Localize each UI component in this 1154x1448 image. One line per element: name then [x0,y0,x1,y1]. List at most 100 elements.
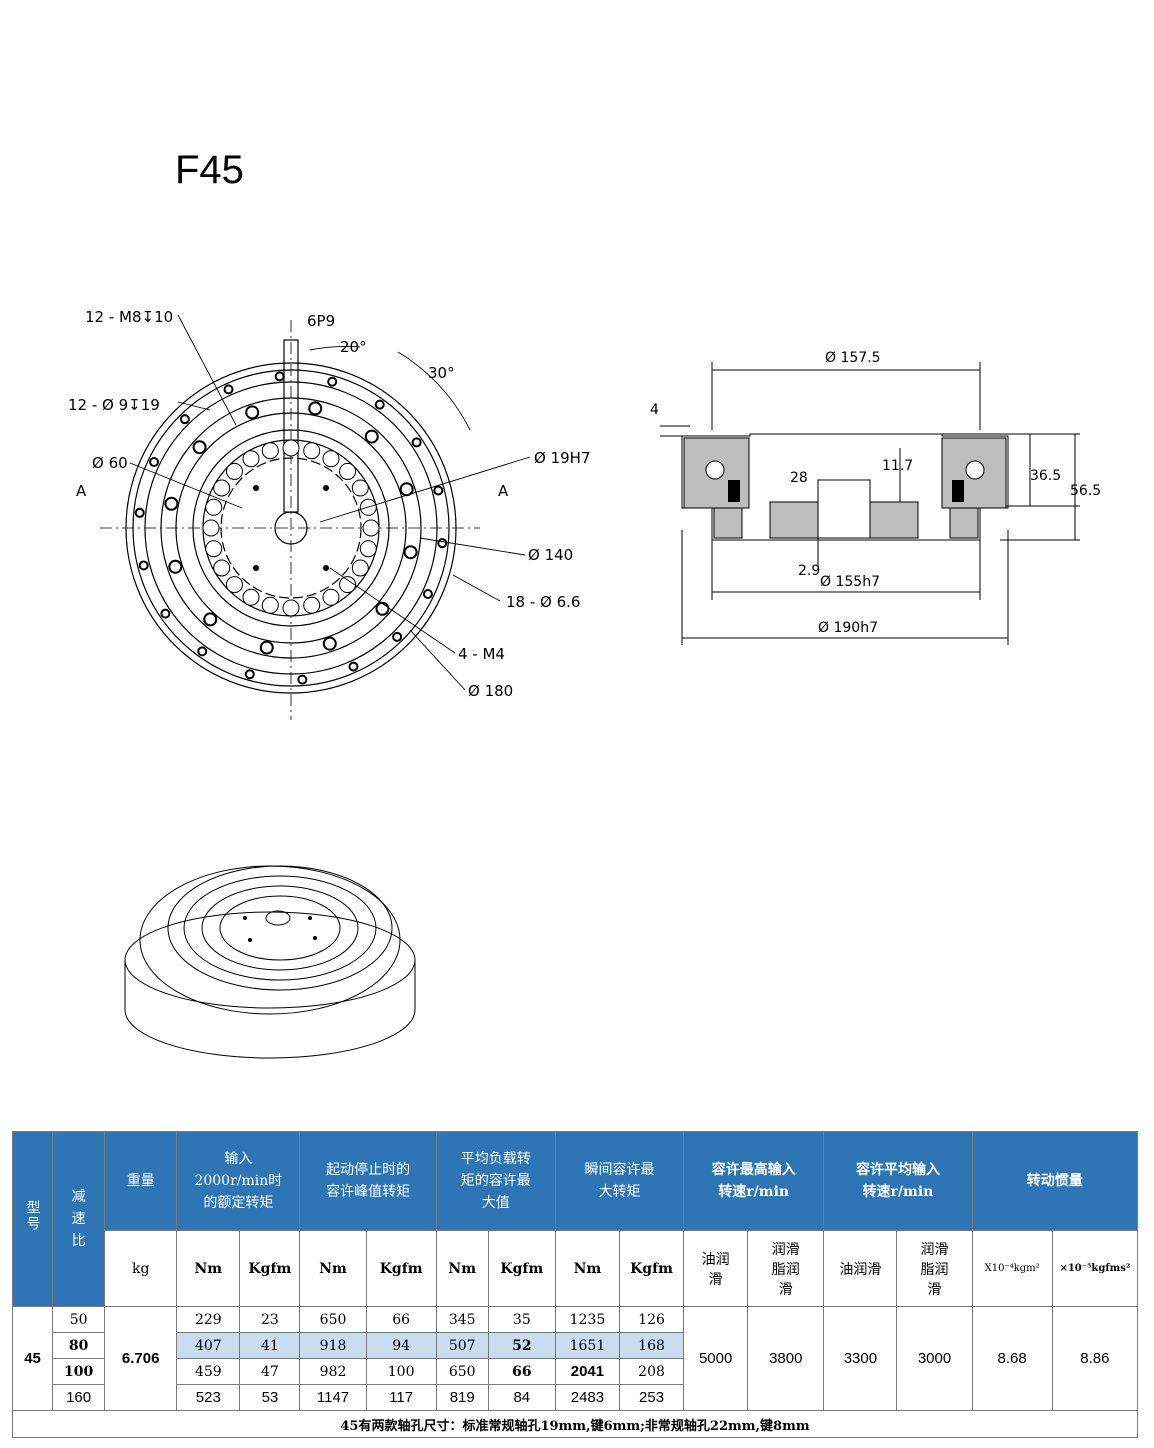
dim-11-7: 11.7 [882,458,913,474]
cell-peak-kgfm: 100 [365,1358,437,1385]
unit-kgfm: Kgfm [365,1230,437,1307]
cell-inst-nm: 1235 [554,1306,620,1333]
roller [362,519,380,537]
unit-kgfm: Kgfm [239,1230,301,1307]
mounting-hole [297,674,308,685]
unit-nm: Nm [435,1230,489,1307]
section-view-drawing: Ø 157.5 4 28 11.7 36.5 56.5 2.9 Ø 155h7 … [650,350,1101,645]
table-row: 160 523 53 1147 117 819 84 2483 253 [13,1384,1138,1411]
mounting-hole [134,507,145,518]
cell-rated-nm: 459 [176,1358,241,1385]
cell-inst-nm: 1651 [554,1332,620,1359]
cell-rated-kgfm: 47 [239,1358,301,1385]
mounting-hole [223,384,234,395]
unit-nm: Nm [554,1230,620,1307]
cell-inst-kgfm: 126 [618,1306,685,1333]
mounting-hole [437,538,448,549]
cell-inst-nm: 2483 [554,1384,620,1411]
cell-peak-kgfm: 66 [365,1306,437,1333]
table-row: 45 50 6.706 229 23 650 66 345 35 1235 12… [11,1306,1139,1411]
cell-avg-kgfm: 84 [487,1384,556,1411]
roller [242,450,260,468]
unit-grease: 润滑脂润滑 [747,1230,825,1307]
bolt-hole [403,545,418,560]
cell-ratio: 80 [52,1332,106,1359]
mounting-hole [197,646,208,657]
bolt-hole [375,601,390,616]
roller [282,439,300,457]
unit-kgfm: Kgfm [487,1230,556,1307]
bolt-hole [245,405,260,420]
callout-18-phi66: 18 - Ø 6.6 [506,593,580,611]
unit-grease2: 润滑脂润滑 [896,1230,973,1307]
unit-nm: Nm [176,1230,241,1307]
cell-avg-kgfm: 35 [487,1306,556,1333]
header-avg: 平均负载转矩的容许最大值 [435,1131,556,1231]
header-inertia: 转动惯量 [971,1131,1139,1231]
header-ratio: 减速比 [52,1131,106,1307]
cell-peak-kgfm: 94 [365,1332,437,1359]
roller [213,479,231,497]
cell-weight: 6.706 [104,1306,178,1411]
cell-peak-kgfm: 117 [365,1384,437,1411]
front-view-drawing: 12 - M8↧10 6P9 20° 30° 12 - Ø 9↧19 Ø 60 … [68,308,590,720]
mounting-hole [149,457,160,468]
cell-ratio: 50 [52,1306,106,1333]
unit-kg: kg [104,1230,178,1307]
bolt-hole [168,559,183,574]
roller [322,450,340,468]
cell-avg-nm: 650 [435,1358,489,1385]
mounting-hole [274,371,285,382]
cell-peak-nm: 918 [299,1332,367,1359]
roller [351,559,369,577]
mounting-hole [327,376,338,387]
cell-max-speed-grease: 3800 [747,1306,825,1411]
roller [303,596,321,614]
mounting-hole [138,560,149,571]
cell-inertia1: 8.68 [971,1306,1053,1411]
mounting-hole [433,485,444,496]
callout-4-m4: 4 - M4 [458,645,505,663]
cell-inst-kgfm: 168 [618,1332,685,1359]
cell-inst-nm: 2041 [554,1358,620,1385]
cell-inst-kgfm: 253 [618,1384,685,1411]
bolt-hole [364,429,379,444]
roller [205,498,223,516]
mounting-hole [160,608,171,619]
roller [282,599,300,617]
cell-model: 45 [11,1306,54,1411]
roller [205,540,223,558]
mounting-hole [411,437,422,448]
bolt-hole [164,496,179,511]
roller [225,576,243,594]
callout-m8: 12 - M8↧10 [85,308,173,326]
bolt-hole [203,612,218,627]
mounting-hole [374,399,385,410]
dim-36-5: 36.5 [1030,468,1061,484]
mounting-hole [179,414,190,425]
section-mark-right: A [498,482,509,500]
header-max-speed: 容许最高输入转速r/min [683,1131,825,1231]
cell-peak-nm: 650 [299,1306,367,1333]
dim-56-5: 56.5 [1070,483,1101,499]
cell-avg-nm: 507 [435,1332,489,1359]
cell-rated-nm: 523 [176,1384,241,1411]
unit-oil2: 油润滑 [823,1230,898,1307]
bolt-hole [322,636,337,651]
roller [213,559,231,577]
unit-inertia1: X10⁻⁴kgm² [971,1230,1053,1307]
mounting-hole [422,588,433,599]
cell-peak-nm: 982 [299,1358,367,1385]
page-title: F45 [175,148,244,192]
dim-4: 4 [650,402,659,418]
dim-28: 28 [790,470,808,486]
cell-rated-nm: 407 [176,1332,241,1359]
roller [242,588,260,606]
unit-kgfm: Kgfm [618,1230,685,1307]
callout-phi19h7: Ø 19H7 [534,449,590,467]
roller [202,519,220,537]
callout-phi60: Ø 60 [92,454,128,472]
cell-rated-kgfm: 53 [239,1384,301,1411]
dim-phi157-5: Ø 157.5 [825,350,881,366]
